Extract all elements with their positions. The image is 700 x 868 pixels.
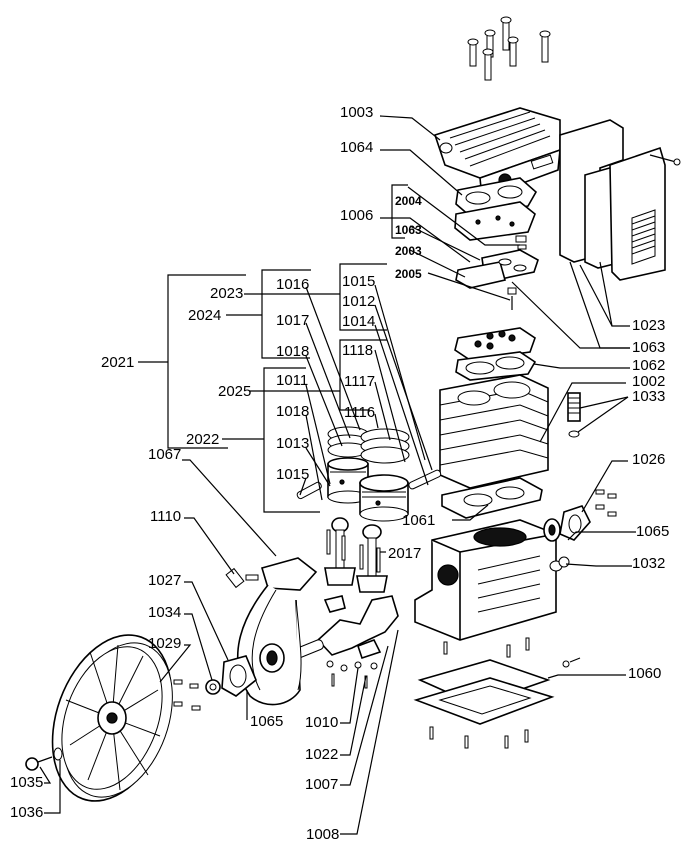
label-1029: 1029 [148,635,181,652]
label-1012: 1012 [342,293,375,310]
valve-plate [455,249,539,289]
label-1065-left: 1065 [250,713,283,730]
label-1018-upper: 1018 [276,343,309,360]
part-labels: 1003 1064 1006 2004 1063 2003 2005 1015 … [10,104,669,843]
bearing-cover-left [221,655,257,697]
label-1002: 1002 [632,373,665,390]
label-1022: 1022 [305,746,338,763]
label-1032: 1032 [632,555,665,572]
label-2021: 2021 [101,354,134,371]
label-1023: 1023 [632,317,665,334]
oil-seal [205,679,221,695]
label-1116: 1116 [344,404,375,421]
label-1110: 1110 [150,508,181,525]
cover-bolts-right [595,489,617,517]
head-bolts [467,16,551,81]
label-2024: 2024 [188,307,221,324]
pulley-bolt [25,747,63,771]
bearing-cover-right [559,505,591,541]
cover-bolts-left [173,679,201,711]
reed-valve [515,235,527,250]
label-2005: 2005 [395,267,422,281]
label-1026: 1026 [632,451,665,468]
label-1014: 1014 [342,313,375,330]
label-1006: 1006 [340,207,373,224]
flywheel-pulley [51,634,173,802]
label-2017: 2017 [388,545,421,562]
label-1118: 1118 [342,342,373,359]
label-1034: 1034 [148,604,181,621]
label-1035: 1035 [10,774,43,791]
cylinder-gasket [455,351,537,381]
label-2003: 2003 [395,244,422,258]
belt-guard [559,119,681,281]
leader-lines [39,115,636,835]
label-1013: 1013 [276,435,309,452]
base-plate [413,659,555,725]
label-2004: 2004 [395,194,422,208]
label-1016: 1016 [276,276,309,293]
label-1027: 1027 [148,572,181,589]
connecting-rod-right [356,524,388,593]
label-1003: 1003 [340,104,373,121]
sight-glass [225,567,259,589]
label-1008: 1008 [306,826,339,843]
wrist-pin [296,469,442,500]
air-filter [567,392,581,438]
label-1060: 1060 [628,665,661,682]
label-1064: 1064 [340,139,373,156]
label-1010: 1010 [305,714,338,731]
bearing-left [259,643,285,673]
piston-large [359,474,409,522]
label-1007: 1007 [305,776,338,793]
label-1062: 1062 [632,357,665,374]
label-1063-upper: 1063 [395,223,422,237]
label-2023: 2023 [210,285,243,302]
bearing-right [543,518,561,542]
cylinder-head [433,107,561,200]
label-1033: 1033 [632,388,665,405]
label-2022: 2022 [186,431,219,448]
label-2025: 2025 [218,383,251,400]
label-1063-right: 1063 [632,339,665,356]
label-1018-lower: 1018 [276,403,309,420]
label-1065-right: 1065 [636,523,669,540]
guard-vent [631,209,656,265]
label-1015-upper: 1015 [342,273,375,290]
label-1015-lower: 1015 [276,466,309,483]
valve-plate-upper [454,201,536,241]
label-1067: 1067 [148,446,181,463]
label-1017: 1017 [276,312,309,329]
piston-rings-large [360,428,410,464]
cylinder-block [439,374,549,489]
connecting-rod-left [324,517,356,586]
label-1011: 1011 [276,372,308,389]
piston-small [327,457,369,504]
oil-plug [549,556,570,572]
label-1036: 1036 [10,804,43,821]
label-1061: 1061 [402,512,435,529]
base-bolts [429,637,581,749]
valve-pin [507,287,517,310]
label-1117: 1117 [344,373,375,390]
base-gasket [441,477,543,519]
rod-caps [323,595,382,689]
crankcase [414,519,557,641]
